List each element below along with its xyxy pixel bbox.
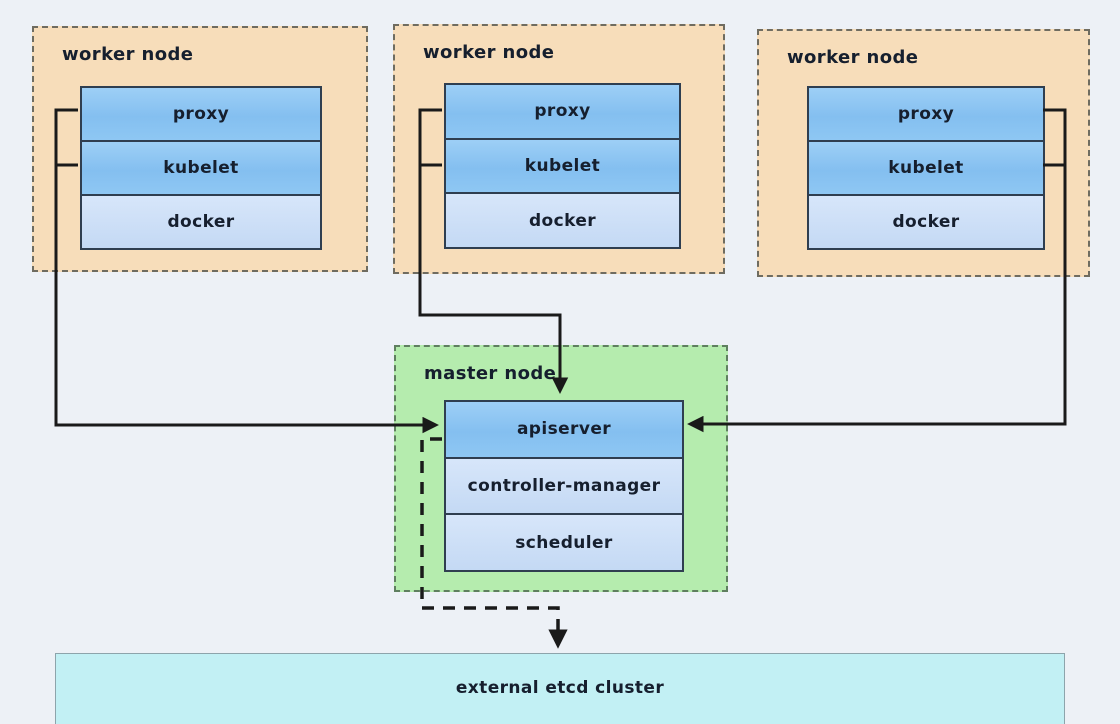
master-node-stack: apiserver controller-manager scheduler: [444, 400, 684, 572]
component-kubelet: kubelet: [809, 142, 1043, 196]
worker-node-3-title: worker node: [787, 47, 919, 68]
master-node-title: master node: [424, 363, 557, 384]
component-proxy: proxy: [82, 88, 320, 142]
component-docker: docker: [809, 196, 1043, 248]
external-etcd-cluster-label: external etcd cluster: [455, 678, 665, 698]
worker-node-2-stack: proxy kubelet docker: [444, 83, 681, 249]
worker-node-1-title: worker node: [62, 44, 194, 65]
component-apiserver: apiserver: [446, 402, 682, 459]
component-kubelet: kubelet: [82, 142, 320, 196]
component-controller-manager: controller-manager: [446, 458, 682, 516]
component-kubelet: kubelet: [446, 139, 679, 195]
component-proxy: proxy: [446, 85, 679, 140]
worker-node-2-box: worker node proxy kubelet docker: [393, 24, 725, 274]
component-scheduler: scheduler: [446, 515, 682, 571]
worker-node-1-stack: proxy kubelet docker: [80, 86, 322, 250]
component-docker: docker: [446, 194, 679, 248]
worker-node-1-box: worker node proxy kubelet docker: [32, 26, 368, 272]
worker-node-3-box: worker node proxy kubelet docker: [757, 29, 1090, 277]
worker-node-2-title: worker node: [423, 42, 555, 63]
component-docker: docker: [82, 196, 320, 248]
worker-node-3-stack: proxy kubelet docker: [807, 86, 1045, 250]
component-proxy: proxy: [809, 88, 1043, 142]
external-etcd-cluster-box: external etcd cluster: [55, 653, 1065, 724]
master-node-box: master node apiserver controller-manager…: [394, 345, 728, 592]
